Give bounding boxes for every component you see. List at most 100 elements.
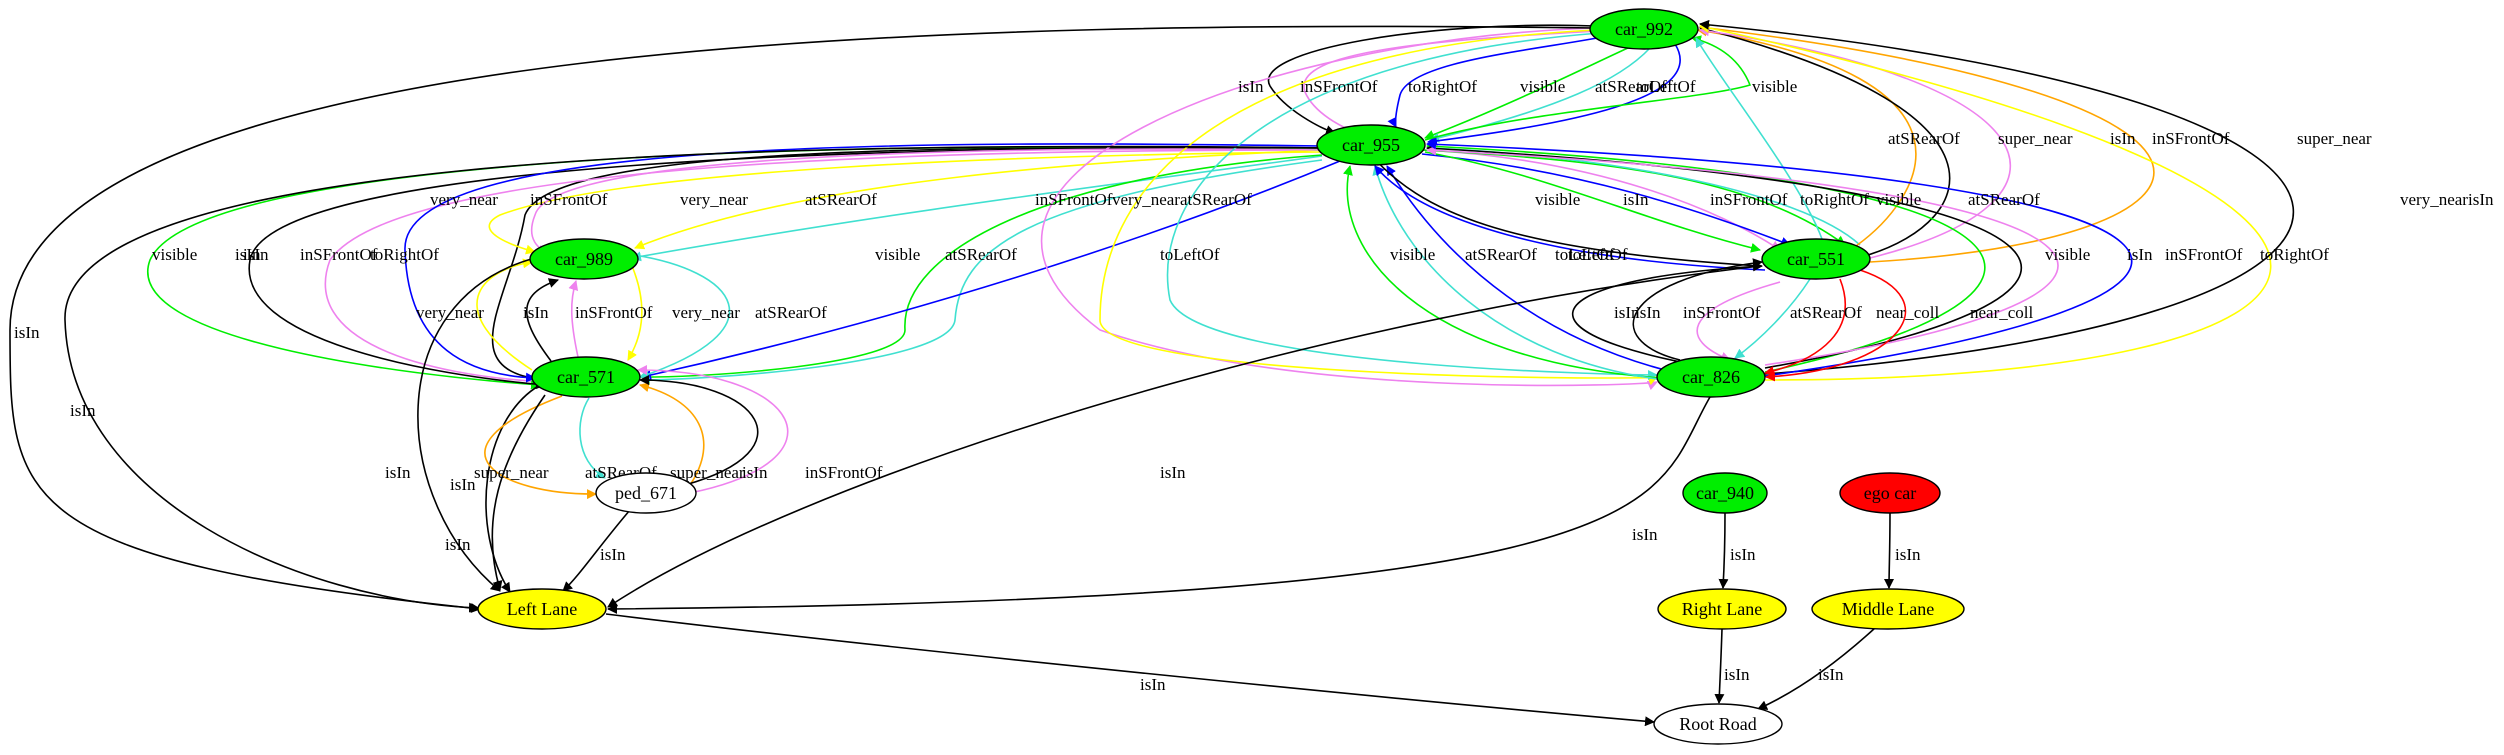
edge-isIn [1370,154,1761,267]
edge-visible [640,154,1323,383]
edge-label: inSFrontOf [300,245,378,264]
edge-inSFrontOf [1041,27,1658,391]
edge-label: very_near [1112,190,1180,209]
edge-visible [1424,151,1761,253]
node-car-955: car_955 [1316,124,1426,166]
edge-label: isIn [243,245,269,264]
edge-visible [1426,141,1986,373]
edge-very_near [627,265,643,361]
node-shape [531,356,641,398]
edge-label: toRightOf [1408,77,1477,96]
node-shape [1316,124,1426,166]
edge-label: toRightOf [2260,245,2329,264]
edge-visible [1424,35,1752,141]
edge-label: inSFrontOf [530,190,608,209]
node-shape [1761,238,1871,280]
node-shape [1656,356,1766,398]
edge-isIn [1426,143,2023,369]
edge-label: atSRearOf [755,303,827,322]
node-shape [1682,472,1768,514]
edge-inSFrontOf [1696,281,1781,362]
node-label: Right Lane [1682,599,1762,619]
node-ego-car: ego car [1839,472,1941,514]
edge-inSFrontOf [1426,145,2059,366]
edge-label: atSRearOf [1968,190,2040,209]
edge-label: isIn [235,245,261,264]
edge-label: visible [1390,245,1435,264]
node-shape [477,588,607,630]
edge-label: visible [1876,190,1921,209]
node-right-lane: Right Lane [1657,588,1787,630]
edge-label: toLeftOf [1160,245,1220,264]
edge-isIn [248,146,1323,390]
edge-very_near [476,258,533,371]
edge-toRightOf [1421,153,1791,247]
edge-label: inSFrontOf [2165,245,2243,264]
edge-label: isIn [523,303,549,322]
edge-super_near [639,382,705,486]
edge-isIn [1699,25,1951,256]
edge-label: isIn [1635,303,1661,322]
edge-very_near [634,149,1323,250]
edge-label: toLeftOf [1568,245,1628,264]
node-label: ped_671 [615,483,677,503]
edge-label: atSRearOf [1888,129,1960,148]
edge-isIn [417,257,536,592]
edge-atSRearOf [579,397,606,479]
node-middle-lane: Middle Lane [1811,588,1965,630]
node-car-940: car_940 [1682,472,1768,514]
edge-label: near_coll [1876,303,1940,322]
edge-inSFrontOf [1303,30,1599,135]
edge-inSFrontOf [1699,26,2012,259]
edge-label: isIn [1724,665,1750,684]
edge-label: isIn [1140,675,1166,694]
edge-label: inSFrontOf [2152,129,2230,148]
edge-super_near [1697,26,1917,247]
edge-atSRearOf [1695,37,1823,240]
node-ped-671: ped_671 [595,472,697,514]
edge-label: super_near [474,463,549,482]
edge-label: isIn [14,323,40,342]
edge-isIn [1718,512,1729,589]
edge-label: isIn [1818,665,1844,684]
edge-visible [1343,165,1661,379]
edge-label: inSFrontOf [575,303,653,322]
edge-visible [147,146,1323,390]
edge-super_near [484,395,597,500]
edge-label: atSRearOf [1465,245,1537,264]
node-label: car_826 [1682,367,1740,387]
node-car-551: car_551 [1761,238,1871,280]
node-label: Left Lane [507,599,577,619]
edge-isIn [525,278,559,362]
edge-label: super_near [2297,129,2372,148]
edge-isIn [64,145,1326,613]
node-label: car_992 [1615,19,1673,39]
edge-label: very_near [672,303,740,322]
edge-label: visible [1752,77,1797,96]
edge-label: isIn [1730,545,1756,564]
edge-toLeftOf [1386,165,1666,371]
edges-layer [9,19,2294,727]
node-car-571: car_571 [531,356,641,398]
edge-label: isIn [445,535,471,554]
node-car-826: car_826 [1656,356,1766,398]
edge-label: isIn [450,475,476,494]
edge-label: atSRearOf [1790,303,1862,322]
edge-label: isIn [1623,190,1649,209]
edge-toRightOf [404,143,1323,383]
node-shape [1811,588,1965,630]
edge-label: toRightOf [370,245,439,264]
edge-isIn [1714,628,1725,704]
edge-label: very_near [680,190,748,209]
node-label: ego car [1864,483,1916,503]
node-shape [529,238,639,280]
edge-label: very_near [430,190,498,209]
node-car-992: car_992 [1589,8,1699,50]
edge-atSRearOf [640,159,1323,385]
edge-toRightOf [1426,139,2133,377]
edge-isIn [1757,627,1876,710]
node-label: car_955 [1342,135,1400,155]
edge-label: isIn [1614,303,1640,322]
node-shape [1589,8,1699,50]
